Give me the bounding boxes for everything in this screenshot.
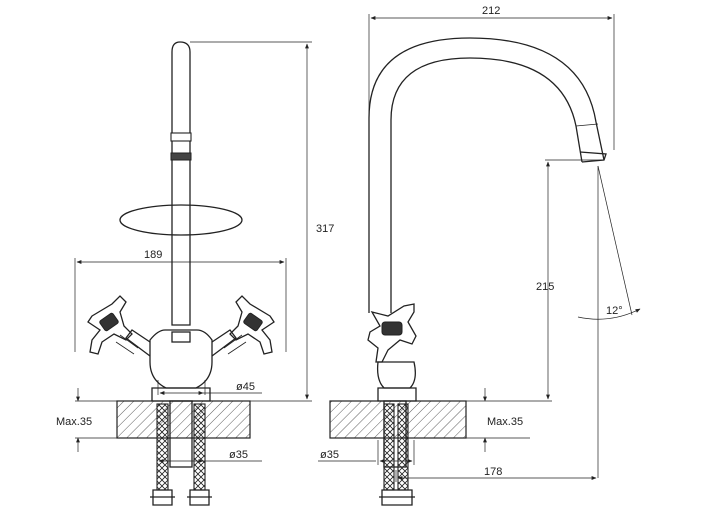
dim-height-total: 317 (316, 223, 334, 235)
side-hose-right (397, 403, 409, 491)
dim-body-diameter: ø45 (236, 381, 255, 393)
front-outlet-ellipse (119, 204, 243, 236)
dim-hole-diameter-left: ø35 (229, 449, 248, 461)
front-dimensions (74, 41, 312, 465)
front-spout-band-2 (170, 152, 192, 161)
dim-counter-max-left: Max.35 (56, 416, 92, 428)
front-right-arm (211, 329, 237, 357)
front-shank (169, 400, 193, 468)
side-body (376, 361, 416, 389)
front-spout-band (170, 132, 192, 142)
front-nut-left (150, 489, 175, 506)
dim-handle-span: 189 (144, 249, 162, 261)
side-spout-tip (579, 151, 607, 163)
countertop-left (116, 400, 251, 439)
dim-spout-angle: 12° (606, 305, 623, 317)
dim-spout-height: 215 (536, 281, 554, 293)
side-nut (379, 489, 415, 506)
dim-counter-max-right: Max.35 (487, 416, 523, 428)
side-spout-outer (368, 37, 605, 313)
front-left-handle (87, 295, 133, 355)
dim-spout-reach: 212 (482, 5, 500, 17)
side-cross-handle (367, 303, 417, 363)
front-nut-right (187, 489, 212, 506)
front-left-arm (125, 329, 151, 357)
front-body-neck (171, 331, 191, 343)
dim-outlet-offset: 178 (484, 466, 502, 478)
dim-hole-diameter-right: ø35 (320, 449, 339, 461)
side-dimensions (318, 14, 641, 482)
front-body (149, 329, 213, 389)
front-hose-right (193, 403, 206, 491)
front-right-handle (229, 295, 275, 355)
side-base (377, 387, 417, 402)
side-hose-left (383, 403, 395, 491)
front-base (151, 387, 211, 402)
side-view (329, 37, 607, 506)
front-hose-left (156, 403, 169, 491)
front-view (87, 41, 275, 506)
side-spout-inner (390, 57, 583, 313)
front-spout-column (171, 41, 191, 326)
